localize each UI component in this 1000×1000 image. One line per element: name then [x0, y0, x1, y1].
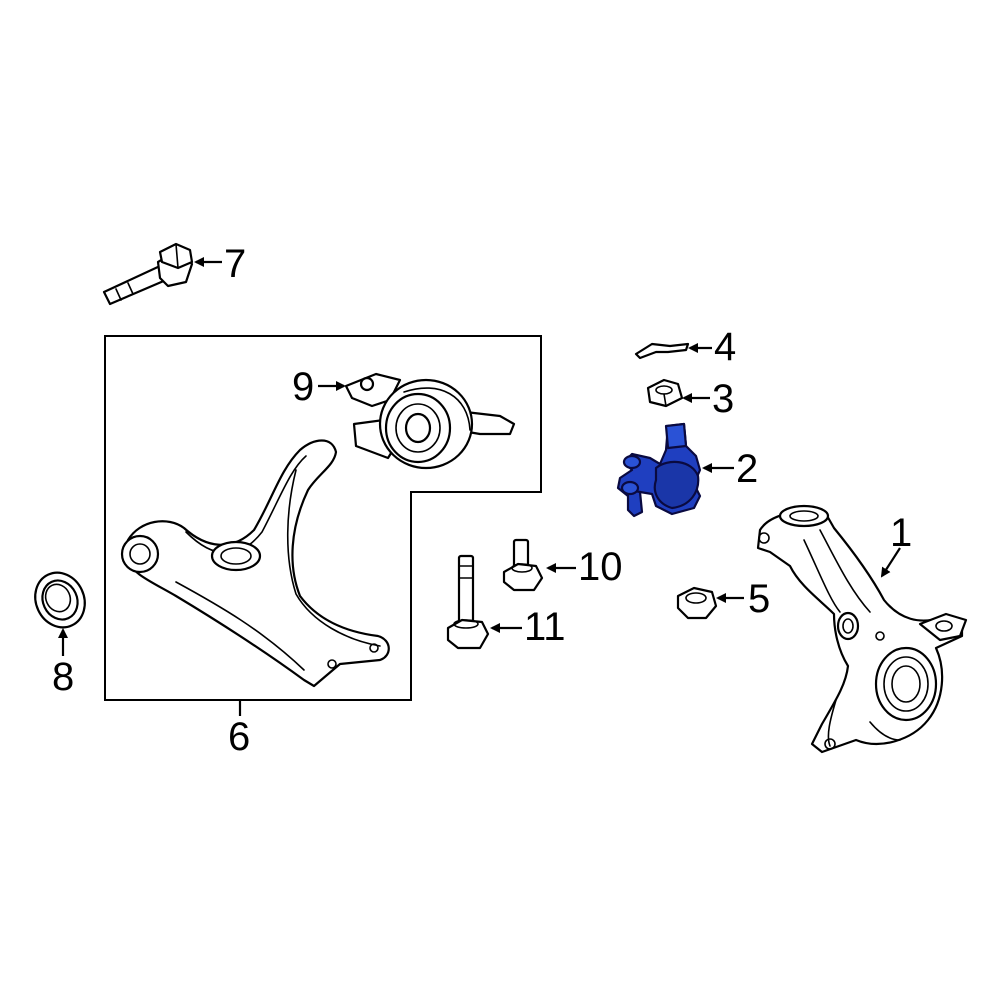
- bolt-part-7[interactable]: [102, 242, 194, 306]
- callout-10: 10: [578, 545, 623, 589]
- bolt-part-11[interactable]: [446, 554, 490, 650]
- seal-part-8[interactable]: [26, 564, 93, 635]
- callout-8: 8: [52, 655, 74, 699]
- assembly-box-6: [104, 335, 542, 701]
- callout-1: 1: [890, 511, 912, 555]
- steering-knuckle-part-1[interactable]: [756, 504, 968, 754]
- nut-part-5[interactable]: [676, 586, 718, 620]
- callout-5: 5: [748, 577, 770, 621]
- ball-joint-part-2[interactable]: [616, 422, 702, 518]
- bushing-part-9[interactable]: [344, 372, 516, 470]
- callout-7: 7: [224, 242, 246, 286]
- callout-9: 9: [292, 365, 314, 409]
- cotter-pin-part-4[interactable]: [634, 342, 690, 360]
- callout-2: 2: [736, 447, 758, 491]
- callout-4: 4: [714, 325, 736, 369]
- nut-part-3[interactable]: [646, 378, 684, 408]
- callout-11: 11: [524, 605, 566, 649]
- lower-control-arm-part-6[interactable]: [120, 439, 390, 688]
- bolt-part-10[interactable]: [502, 538, 544, 592]
- callout-6: 6: [228, 715, 250, 759]
- callout-3: 3: [712, 377, 734, 421]
